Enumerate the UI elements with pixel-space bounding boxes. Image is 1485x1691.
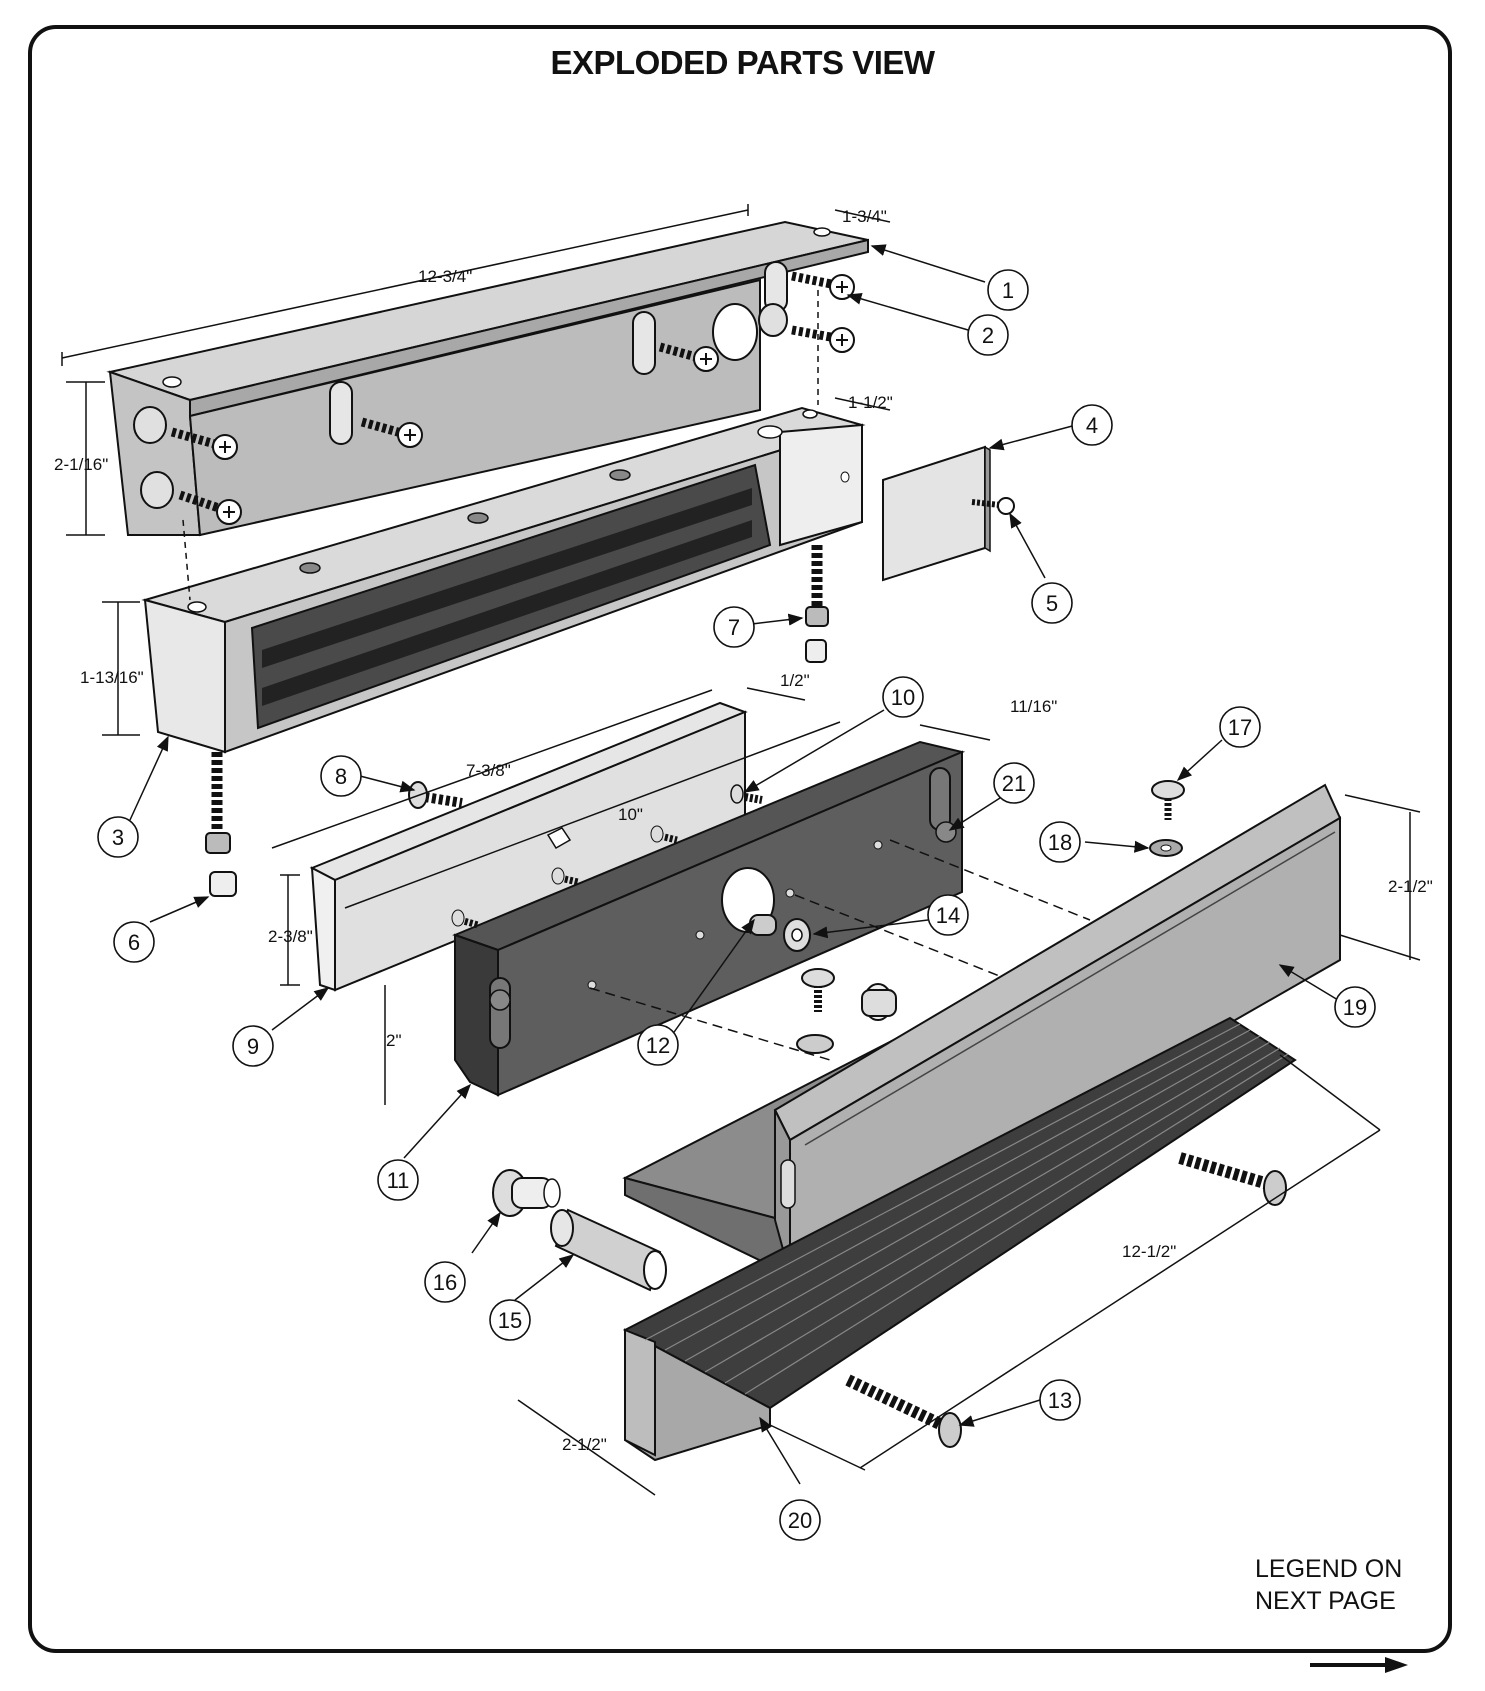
- callout-circle-14: [927, 894, 969, 936]
- part-1-mounting-bracket: [106, 220, 869, 537]
- callout-circle-4: [1071, 404, 1113, 446]
- callout-label-1: 1: [1002, 278, 1014, 303]
- callout-label-5: 5: [1046, 591, 1058, 616]
- callout-circle-11: [377, 1159, 419, 1201]
- part-6-bolt: [205, 752, 237, 897]
- callout-label-9: 9: [247, 1034, 259, 1059]
- dim-11-16: 11/16": [1010, 697, 1057, 716]
- callout-circle-2: [967, 314, 1009, 356]
- dim-1-1-2: 1-1/2": [848, 393, 893, 412]
- callout-label-8: 8: [335, 764, 347, 789]
- callout-circle-20: [779, 1499, 821, 1541]
- part-5-cover-screw: [971, 497, 1015, 515]
- part-13-bolts: [845, 1152, 1287, 1448]
- callout-circle-21: [993, 762, 1035, 804]
- callout-label-11: 11: [387, 1168, 410, 1193]
- part-14-washer: [783, 918, 811, 952]
- leader-lines: [129, 244, 1339, 1485]
- part-19-l-bracket: [622, 783, 1342, 1277]
- part-18-lock-washer: [1149, 839, 1183, 857]
- callout-label-15: 15: [498, 1308, 522, 1333]
- callout-circle-15: [489, 1299, 531, 1341]
- dim-2-1-2-right: 2-1/2": [1388, 877, 1433, 896]
- callout-circle-1: [987, 269, 1029, 311]
- part-17-screw: [1151, 780, 1185, 820]
- callout-circle-18: [1039, 821, 1081, 863]
- callout-label-4: 4: [1086, 413, 1098, 438]
- callout-circle-8: [320, 755, 362, 797]
- callout-circle-3: [97, 816, 139, 858]
- dim-1-13-16: 1-13/16": [80, 668, 144, 687]
- callout-label-14: 14: [936, 903, 960, 928]
- callout-label-13: 13: [1048, 1388, 1072, 1413]
- callout-circle-12: [637, 1024, 679, 1066]
- part-16-sleeve-nut: [492, 1169, 561, 1217]
- diagram-frame: [28, 25, 1452, 1653]
- dimension-labels: 12-3/4" 1-3/4" 2-1/16" 1-1/2" 1-13/16" 1…: [54, 207, 1433, 1454]
- legend-note: LEGEND ON NEXT PAGE: [1255, 1553, 1455, 1617]
- callout-circle-7: [713, 606, 755, 648]
- dim-7-3-8: 7-3/8": [466, 761, 511, 780]
- part-3-magnet-housing: [141, 406, 866, 754]
- dim-12-1-2: 12-1/2": [1122, 1242, 1176, 1261]
- dimension-lines: [61, 204, 1421, 1496]
- callout-label-10: 10: [891, 685, 915, 710]
- callout-label-19: 19: [1343, 995, 1367, 1020]
- callout-circle-16: [424, 1261, 466, 1303]
- callout-label-16: 16: [433, 1270, 457, 1295]
- callout-circle-17: [1219, 706, 1261, 748]
- dim-1-3-4: 1-3/4": [842, 207, 887, 226]
- dim-12-3-4: 12-3/4": [418, 267, 472, 286]
- callout-label-12: 12: [646, 1033, 670, 1058]
- callout-circle-6: [113, 921, 155, 963]
- part-7-bolt: [805, 545, 829, 663]
- dim-2-1-2-bottom: 2-1/2": [562, 1435, 607, 1454]
- callout-circle-13: [1039, 1379, 1081, 1421]
- mounting-bolt-center: [796, 968, 897, 1054]
- callout-circle-5: [1031, 582, 1073, 624]
- dim-2: 2": [386, 1031, 402, 1050]
- callout-circle-9: [232, 1025, 274, 1067]
- part-2-screws: [170, 271, 855, 525]
- part-20-threshold-plate: [622, 1016, 1297, 1462]
- callout-circle-10: [882, 676, 924, 718]
- callout-label-17: 17: [1228, 715, 1252, 740]
- dim-2-3-8: 2-3/8": [268, 927, 313, 946]
- part-9-screws: [451, 825, 678, 929]
- callout-label-20: 20: [788, 1508, 812, 1533]
- part-10-screw: [730, 784, 763, 804]
- part-15-spacer-tube: [550, 1208, 667, 1292]
- callout-circle-19: [1334, 986, 1376, 1028]
- legend-line-2: NEXT PAGE: [1255, 1587, 1396, 1615]
- callout-label-6: 6: [128, 930, 140, 955]
- callout-label-3: 3: [112, 825, 124, 850]
- part-8-screw: [408, 781, 463, 809]
- callout-label-18: 18: [1048, 830, 1072, 855]
- legend-line-1: LEGEND ON: [1255, 1555, 1403, 1583]
- dim-1-2: 1/2": [780, 671, 810, 690]
- dim-10: 10": [618, 805, 643, 824]
- callout-label-2: 2: [982, 323, 994, 348]
- part-4-cover-plate: [882, 445, 991, 582]
- callout-label-7: 7: [728, 615, 740, 640]
- arrow-right-icon: [1310, 1657, 1408, 1673]
- page-title: EXPLODED PARTS VIEW: [550, 44, 935, 81]
- dim-2-1-16: 2-1/16": [54, 455, 108, 474]
- part-12-stud: [749, 914, 777, 936]
- callout-label-21: 21: [1002, 771, 1026, 796]
